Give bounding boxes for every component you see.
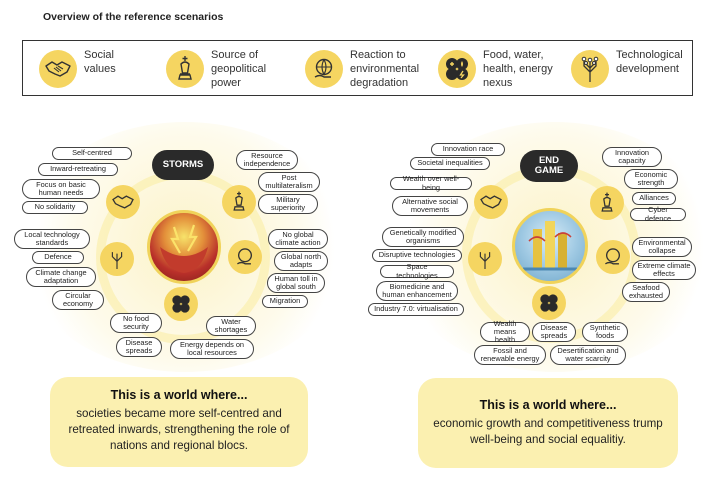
pill-wealth-means-health: Wealth means health	[480, 319, 530, 344]
food-water-health-icon	[164, 287, 198, 321]
pill-alliances: Alliances	[632, 192, 676, 205]
pill-post-multilateralism: Post multilateralism	[258, 172, 320, 192]
pill-energy-local: Energy depends on local resources	[170, 339, 254, 359]
pill-economic-strength: Economic strength	[624, 169, 678, 189]
pill-disease-spreads: Disease spreads	[116, 337, 162, 357]
pill-fossil-renewable: Fossil and renewable energy	[474, 345, 546, 365]
page-title: Overview of the reference scenarios	[43, 11, 224, 23]
pill-basic-needs: Focus on basic human needs	[22, 179, 100, 199]
endgame-center-image	[512, 208, 588, 284]
globe-hand-icon	[305, 50, 343, 88]
storms-center-image	[147, 210, 221, 284]
pill-water-shortages: Water shortages	[206, 316, 256, 336]
handshake-icon	[106, 185, 140, 219]
legend-label: Reaction to environmental degradation	[350, 49, 420, 89]
endgame-world-text: economic growth and competitiveness trum…	[433, 417, 663, 446]
endgame-name-badge: END GAME	[520, 150, 578, 182]
pill-cyber-defence: Cyber defence	[630, 206, 686, 222]
legend-label: Source of geopolitical power	[211, 49, 267, 89]
pill-human-toll: Human toll in global south	[267, 273, 325, 293]
pill-industry-7: Industry 7.0: virtualisation	[368, 303, 464, 316]
circuit-tree-icon	[468, 242, 502, 276]
pill-societal-inequalities: Societal inequalities	[410, 157, 490, 170]
pill-disruptive-tech: Disruptive technologies	[372, 249, 462, 262]
legend-label: Technological development	[616, 49, 683, 75]
pill-no-climate-action: No global climate action	[268, 229, 328, 249]
pill-resource-independence: Resource independence	[236, 150, 298, 170]
pill-no-solidarity: No solidarity	[22, 201, 88, 214]
pill-defence: Defence	[32, 251, 84, 264]
pill-local-tech-standards: Local technology standards	[14, 229, 90, 249]
pill-military-superiority: Military superiority	[258, 194, 318, 214]
pill-biomedicine: Biomedicine and human enhancement	[376, 281, 458, 301]
pill-disease-spreads: Disease spreads	[532, 322, 576, 342]
storms-world-box: This is a world where... societies becam…	[50, 377, 308, 467]
legend-label: Food, water, health, energy nexus	[483, 49, 553, 89]
globe-hand-icon	[596, 240, 630, 274]
handshake-icon	[474, 185, 508, 219]
chess-king-icon	[222, 185, 256, 219]
food-water-health-icon	[532, 286, 566, 320]
pill-space-tech: Space technologies	[380, 263, 454, 279]
pill-inward-retreating: Inward-retreating	[38, 163, 118, 176]
storms-world-text: societies became more self-centred and r…	[68, 407, 290, 452]
endgame-world-box: This is a world where... economic growth…	[418, 378, 678, 468]
globe-hand-icon	[228, 240, 262, 274]
pill-migration: Migration	[262, 295, 308, 308]
storms-world-heading: This is a world where...	[110, 388, 248, 402]
pill-climate-adaptation: Climate change adaptation	[26, 267, 96, 287]
pill-extreme-climate: Extreme climate effects	[632, 260, 696, 280]
pill-environmental-collapse: Environmental collapse	[632, 237, 692, 257]
storms-name-badge: STORMS	[152, 150, 214, 180]
pill-innovation-capacity: Innovation capacity	[602, 147, 662, 167]
circuit-tree-icon	[571, 50, 609, 88]
legend-label: Social values	[84, 49, 116, 75]
circuit-tree-icon	[100, 242, 134, 276]
pill-wealth-over-wellbeing: Wealth over well-being	[390, 175, 472, 191]
chess-king-icon	[590, 186, 624, 220]
pill-seafood-exhausted: Seafood exhausted	[622, 282, 670, 302]
pill-circular-economy: Circular economy	[52, 290, 104, 310]
pill-desertification: Desertification and water scarcity	[550, 345, 626, 365]
handshake-icon	[39, 50, 77, 88]
pill-gmo: Genetically modified organisms	[382, 227, 464, 247]
legend-box: Social values Source of geopolitical pow…	[22, 40, 693, 96]
pill-self-centred: Self-centred	[52, 147, 132, 160]
pill-no-food-security: No food security	[110, 313, 162, 333]
pill-global-north-adapts: Global north adapts	[274, 251, 328, 271]
endgame-world-heading: This is a world where...	[479, 398, 617, 412]
food-water-health-icon	[438, 50, 476, 88]
pill-innovation-race: Innovation race	[431, 143, 505, 156]
chess-king-icon	[166, 50, 204, 88]
pill-synthetic-foods: Synthetic foods	[582, 322, 628, 342]
pill-alternative-movements: Alternative social movements	[392, 196, 468, 216]
